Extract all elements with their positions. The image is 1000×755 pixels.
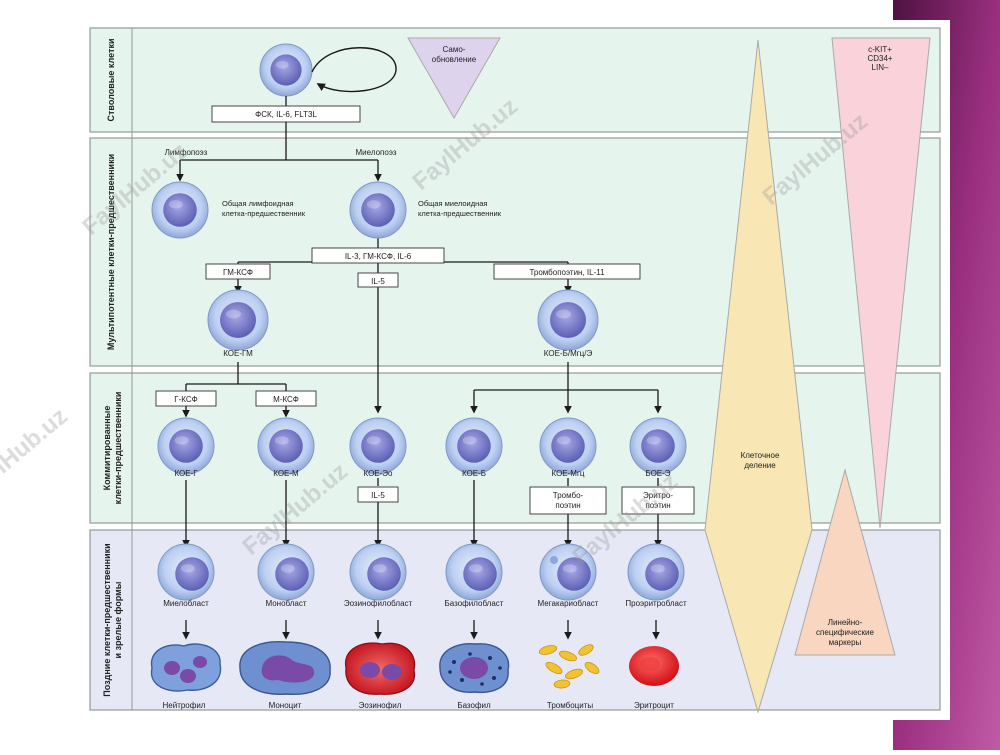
committed-cell-2 [257,417,315,475]
section-labels: Стволовые клетки Мультипотентные клетки-… [102,39,123,697]
self-renewal-triangle [407,37,501,120]
committed-cell-5 [539,417,597,475]
blast-cell-2 [257,543,315,601]
committed-cell-4 [445,417,503,475]
mature-label-2: Моноцит [269,701,302,710]
blast-cell-3 [349,543,407,601]
il5-label-lower: IL-5 [371,491,385,500]
committed-cell-6 [629,417,687,475]
mature-label-1: Нейтрофил [163,701,206,710]
self-renewal-arrow [311,47,397,93]
thrombopoietin-box [529,486,607,515]
stem-markers-label: c-KIT+CD34+LIN– [867,45,892,72]
stem-factors-label: ФСК, IL-6, FLT3L [255,110,317,119]
koe-gm-cell-body [207,289,269,351]
committed-connectors [182,478,662,548]
gm-csf-label: ГМ-КСФ [223,268,253,277]
committed-cell-label-3: КОЕ-Эо [364,469,394,478]
late-arrows [182,620,660,640]
section-label-late-1: Поздние клетки-предшественники [102,543,112,696]
committed-cell-label-2: КОЕ-М [273,469,299,478]
watermark-6: FaylHub.uz [0,403,73,506]
lymphoid-cell-body [151,181,209,239]
mature-labels: Нейтрофил Моноцит Эозинофил Базофил Тромбоци… [163,701,675,710]
koe-gm-cell [207,289,269,351]
blast-label-1: Миелобласт [163,599,209,608]
section-label-committed-1: Коммитированные [102,406,112,491]
committed-cell-label-4: КОЕ-Б [462,469,486,478]
neutrophil-cell [150,643,222,692]
mature-label-3: Эозинофил [359,701,402,710]
platelets-cluster [538,644,600,689]
blast-label-2: Монобласт [265,599,306,608]
thrombopoietin-label: Тромбо-поэтин [553,491,584,510]
committed-cell-label-1: КОЕ-Г [174,469,198,478]
erythropoietin-label: Эритро-поэтин [643,491,673,510]
basophil-cell [439,643,510,694]
blast-label-6: Проэритробласт [625,599,687,608]
myeloid-cell-body [349,181,407,239]
committed-cell-label-6: БОЕ-Э [645,469,670,478]
blast-label-4: Базофилобласт [445,599,504,608]
erythropoietin-box [621,486,695,515]
il5-box-upper [357,272,399,288]
koe-b-mgc-e-label: КОЕ-Б/Мгц/Э [544,349,593,358]
blast-cell-6 [627,543,685,601]
erythrocyte-cell [629,646,679,686]
blast-cells: Миелобласт Монобласт Эозинофилобласт Базофи… [157,543,687,608]
koe-bme-cell-body [537,289,599,351]
committed-cells: КОЕ-Г КОЕ-М КОЕ-Эо КОЕ-Б КОЕ-Мгц БОЕ-Э [157,417,687,478]
section-label-multipotent: Мультипотентные клетки-предшественники [106,154,116,350]
lymphoid-progenitor-cell [151,181,209,239]
committed-cell-3 [349,417,407,475]
stem-cell-body [259,43,313,97]
m-csf-box [255,390,317,407]
mature-cells [150,641,679,695]
megakaryoblast-bleb [550,556,558,564]
blast-cell-4 [445,543,503,601]
g-csf-box [155,390,217,407]
koe-b-mgc-e-cell [537,289,599,351]
tpo-il11-box [493,263,641,280]
m-csf-label: М-КСФ [273,395,299,404]
main-factors-label: IL-3, ГМ-КСФ, IL-6 [345,252,412,261]
side-markers [407,37,931,714]
blast-cell-5 [539,543,597,601]
koe-gm-label: КОЕ-ГМ [223,349,253,358]
panel-committed [89,372,941,524]
section-label-committed-2: клетки-предшественники [113,392,123,505]
cell-division-triangle [704,39,813,714]
main-factors-box [311,247,445,264]
il5-label-upper: IL-5 [371,277,385,286]
committed-cell-1 [157,417,215,475]
myeloid-progenitor-cell [349,181,407,239]
section-label-stem: Стволовые клетки [106,39,116,122]
tpo-il11-label: Тромбопоэтин, IL-11 [529,268,605,277]
blast-label-3: Эозинофилобласт [344,599,413,608]
g-csf-label: Г-КСФ [174,395,197,404]
il5-box-lower [357,486,399,503]
mature-label-6: Эритроцит [634,701,674,710]
blast-label-5: Мегакариобласт [538,599,599,608]
self-renewal-label: Само-обновление [432,45,477,64]
lineage-marker-triangle [794,468,896,656]
monocyte-cell [239,641,331,695]
lymphopoiesis-label: Лимфопоэз [165,148,208,157]
gm-csf-box [205,263,271,280]
mature-label-5: Тромбоциты [547,701,593,710]
eosinophil-cell [345,642,416,695]
myelopoiesis-label: Миелопоэз [356,148,397,157]
mature-label-4: Базофил [457,701,491,710]
blast-cell-1 [157,543,215,601]
stem-marker-triangle [831,37,931,529]
stem-cell [259,43,313,97]
section-label-late-2: и зрелые формы [113,581,123,658]
committed-cell-label-5: КОЕ-Мгц [552,469,585,478]
